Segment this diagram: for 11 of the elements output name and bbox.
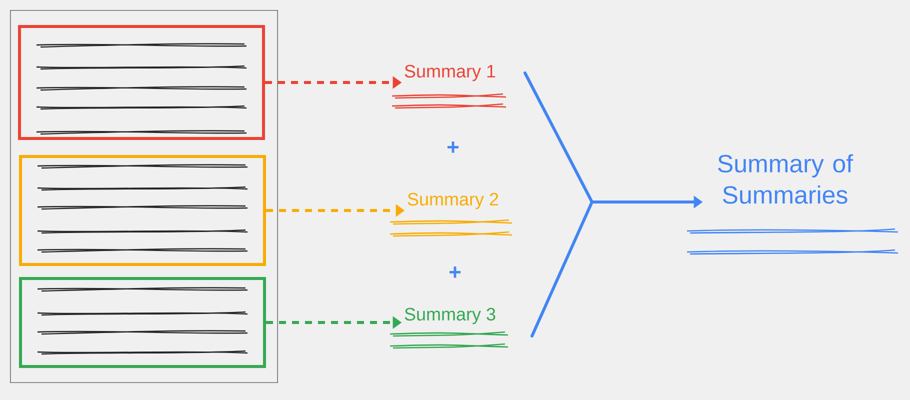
- summary-label: Summary 1: [404, 64, 496, 82]
- section-box: [19, 155, 266, 266]
- plus-sign: +: [450, 266, 461, 278]
- plus-sign: +: [448, 142, 459, 153]
- page-outline: [10, 10, 278, 383]
- summary-label: Summary 3: [404, 308, 496, 324]
- summary-title: Summary of Summaries: [718, 154, 854, 204]
- section-box: [18, 25, 265, 140]
- merge-bracket: [524, 72, 594, 338]
- section-box: [19, 277, 266, 368]
- summary-label: Summary 2: [408, 192, 498, 210]
